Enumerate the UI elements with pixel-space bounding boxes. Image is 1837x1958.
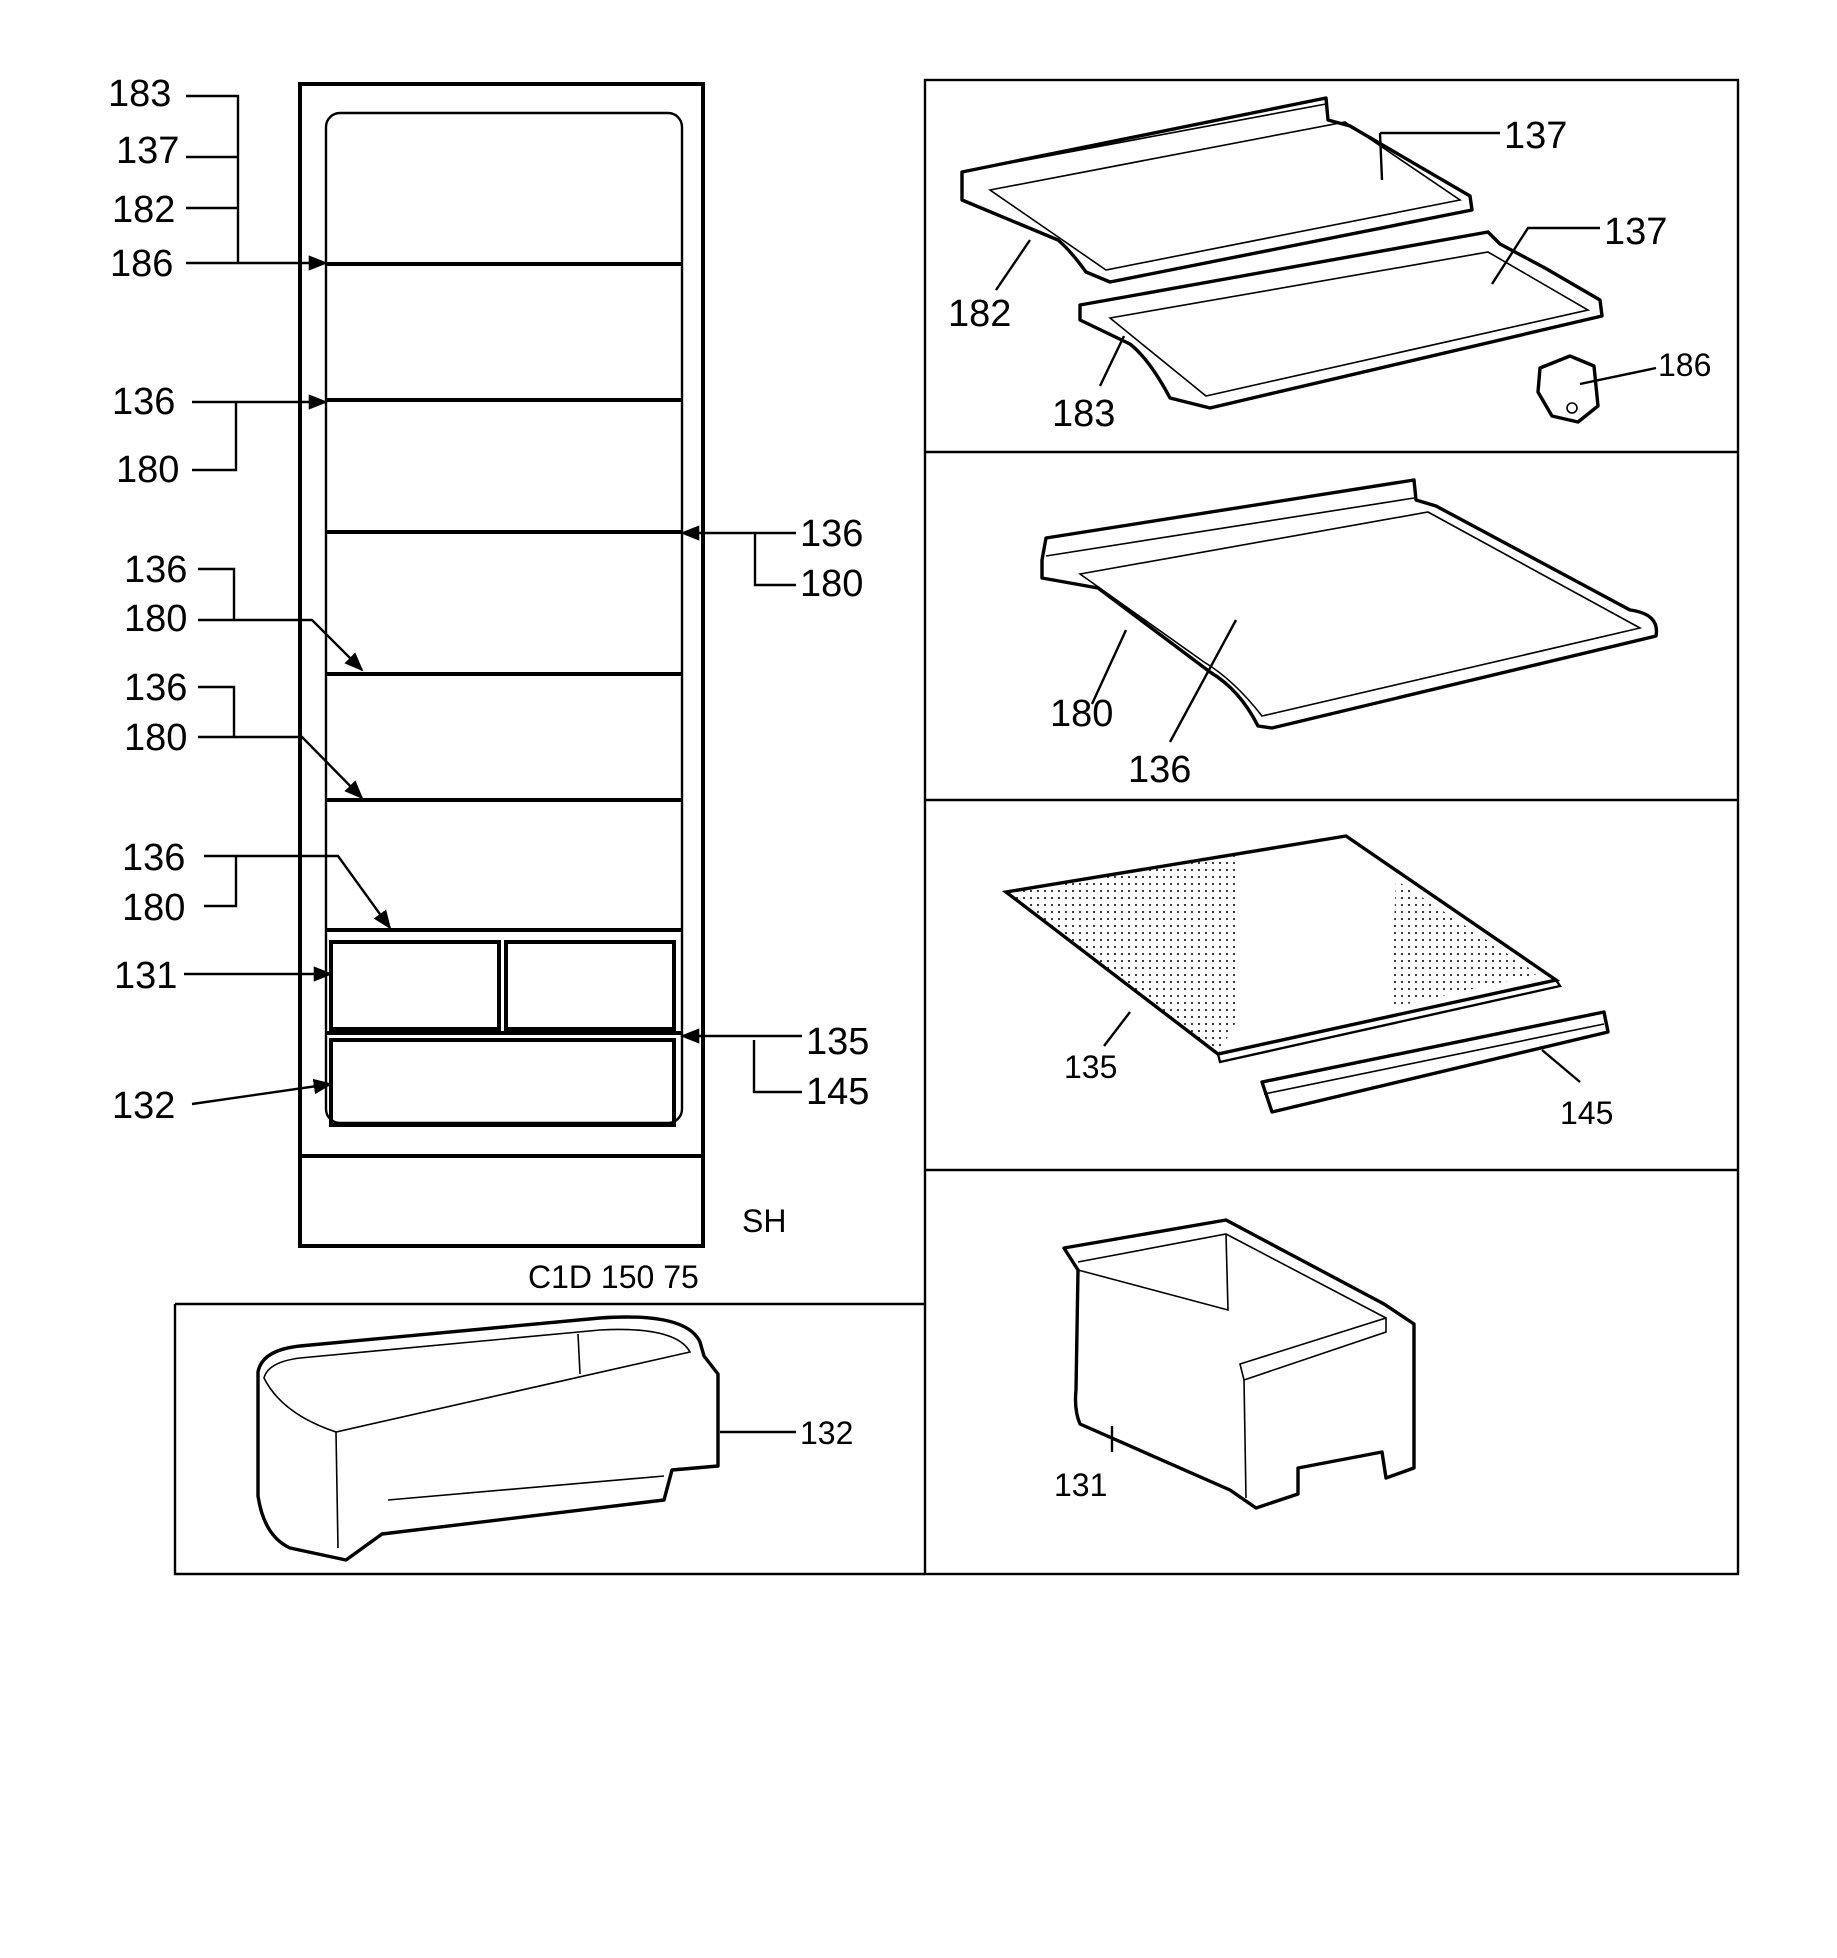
fridge-cabinet — [298, 82, 705, 1248]
bracket-hole — [1566, 402, 1578, 414]
leader-line — [198, 685, 236, 739]
leader-line — [753, 533, 796, 587]
callout-group-136-180-d: 136 180 — [122, 837, 392, 930]
label-180: 180 — [1050, 693, 1113, 735]
shelf-glass-edge — [1108, 251, 1591, 397]
label-sh: SH — [742, 1203, 786, 1239]
label-183: 183 — [108, 73, 171, 115]
label-180: 180 — [124, 598, 187, 640]
drawer-inner-wall — [1077, 1233, 1229, 1312]
leader-line — [1378, 132, 1384, 181]
leader-line — [1098, 335, 1126, 387]
callout-group-131: 131 — [114, 955, 333, 997]
leader-line — [204, 854, 238, 908]
trim-edge — [1263, 1023, 1605, 1095]
shelf-part-136 — [1040, 478, 1659, 730]
label-180: 180 — [116, 449, 179, 491]
label-180: 180 — [122, 887, 185, 929]
leader-line — [1103, 1011, 1131, 1047]
bottom-panel-frame — [173, 1304, 925, 1576]
cabinet-drawer-small-right — [504, 940, 676, 1031]
shelf-rail — [961, 103, 1327, 173]
drawer-part-132 — [256, 1315, 720, 1562]
callout-group-135-145-right: 135 145 — [680, 1021, 869, 1113]
label-131: 131 — [1054, 1467, 1107, 1503]
label-132: 132 — [800, 1415, 853, 1451]
label-137: 137 — [116, 130, 179, 172]
cabinet-outline — [298, 82, 705, 1248]
glass-trim-145 — [1260, 1010, 1610, 1114]
detail-panels-frame — [173, 78, 1740, 1576]
drawer-part-131 — [1062, 1218, 1416, 1510]
shelf-part-183 — [960, 96, 1474, 284]
callout-group-132: 132 — [112, 1078, 333, 1127]
label-180: 180 — [800, 563, 863, 605]
shelf-glass-edge — [987, 121, 1463, 271]
glass-dot-texture — [1390, 880, 1538, 1008]
model-code: C1D 150 75 — [528, 1259, 699, 1295]
label-183: 183 — [1052, 393, 1115, 435]
panel-drawer-131: 131 — [1054, 1218, 1416, 1510]
label-186: 186 — [1658, 347, 1711, 383]
shelf-rail — [1045, 497, 1415, 557]
drawer-front-rim — [1239, 1316, 1387, 1382]
leader-line — [1168, 619, 1238, 743]
label-180: 180 — [124, 717, 187, 759]
leader-arrow — [191, 1078, 333, 1106]
label-186: 186 — [110, 243, 173, 285]
callout-group-top: 183 137 182 186 — [108, 73, 328, 285]
label-136: 136 — [122, 837, 185, 879]
label-136: 136 — [1128, 749, 1191, 791]
drawer-handle-slot — [387, 1475, 665, 1501]
leader-line — [752, 1040, 802, 1094]
label-182: 182 — [112, 189, 175, 231]
cabinet-shelves — [326, 262, 682, 932]
panel-glass-135: 135 145 — [1001, 834, 1613, 1131]
callout-group-136-180-a: 136 180 — [112, 381, 328, 491]
label-132: 132 — [112, 1085, 175, 1127]
callout-group-136-180-right: 136 180 — [680, 513, 863, 605]
leader-arrow — [234, 618, 364, 672]
leader-line — [192, 402, 238, 472]
drawer-inner-corner — [577, 1333, 581, 1375]
panel-shelves-137: 137 137 182 183 186 — [948, 96, 1711, 435]
drawer-rim — [263, 1328, 692, 1433]
leader-line — [186, 94, 240, 263]
leader-line — [1579, 366, 1657, 386]
label-136: 136 — [124, 549, 187, 591]
panel-shelf-136: 180 136 — [1040, 478, 1659, 791]
drawer-front-edge — [335, 1431, 339, 1549]
label-136: 136 — [124, 667, 187, 709]
label-145: 145 — [806, 1071, 869, 1113]
shelf-part-182 — [1078, 230, 1604, 410]
label-137: 137 — [1504, 115, 1567, 157]
leader-line — [1541, 1049, 1581, 1083]
shelf-glass-edge — [1077, 511, 1643, 717]
panel-drawer-132: 132 — [256, 1315, 853, 1562]
leader-line — [198, 567, 236, 622]
callout-group-136-180-b: 136 180 — [124, 549, 364, 672]
label-137: 137 — [1604, 211, 1667, 253]
label-136: 136 — [112, 381, 175, 423]
leader-line — [1090, 629, 1128, 705]
callout-group-136-180-c: 136 180 — [124, 667, 364, 800]
glass-dot-texture — [1006, 854, 1240, 1054]
label-145: 145 — [1560, 1095, 1613, 1131]
leader-arrow — [234, 735, 364, 800]
leader-line — [1490, 226, 1600, 285]
shelf-bracket-186 — [1536, 354, 1600, 424]
leader-arrow — [236, 854, 392, 930]
cabinet-drawer-small-left — [329, 940, 501, 1031]
label-136: 136 — [800, 513, 863, 555]
label-182: 182 — [948, 293, 1011, 335]
glass-edge — [1005, 891, 1562, 1064]
drawer-front-edge — [1243, 1379, 1247, 1499]
label-135: 135 — [806, 1021, 869, 1063]
cabinet-drawer-large — [329, 1038, 676, 1127]
leader-line — [995, 239, 1031, 291]
label-131: 131 — [114, 955, 177, 997]
panel-frame — [923, 78, 1740, 1576]
label-135: 135 — [1064, 1049, 1117, 1085]
